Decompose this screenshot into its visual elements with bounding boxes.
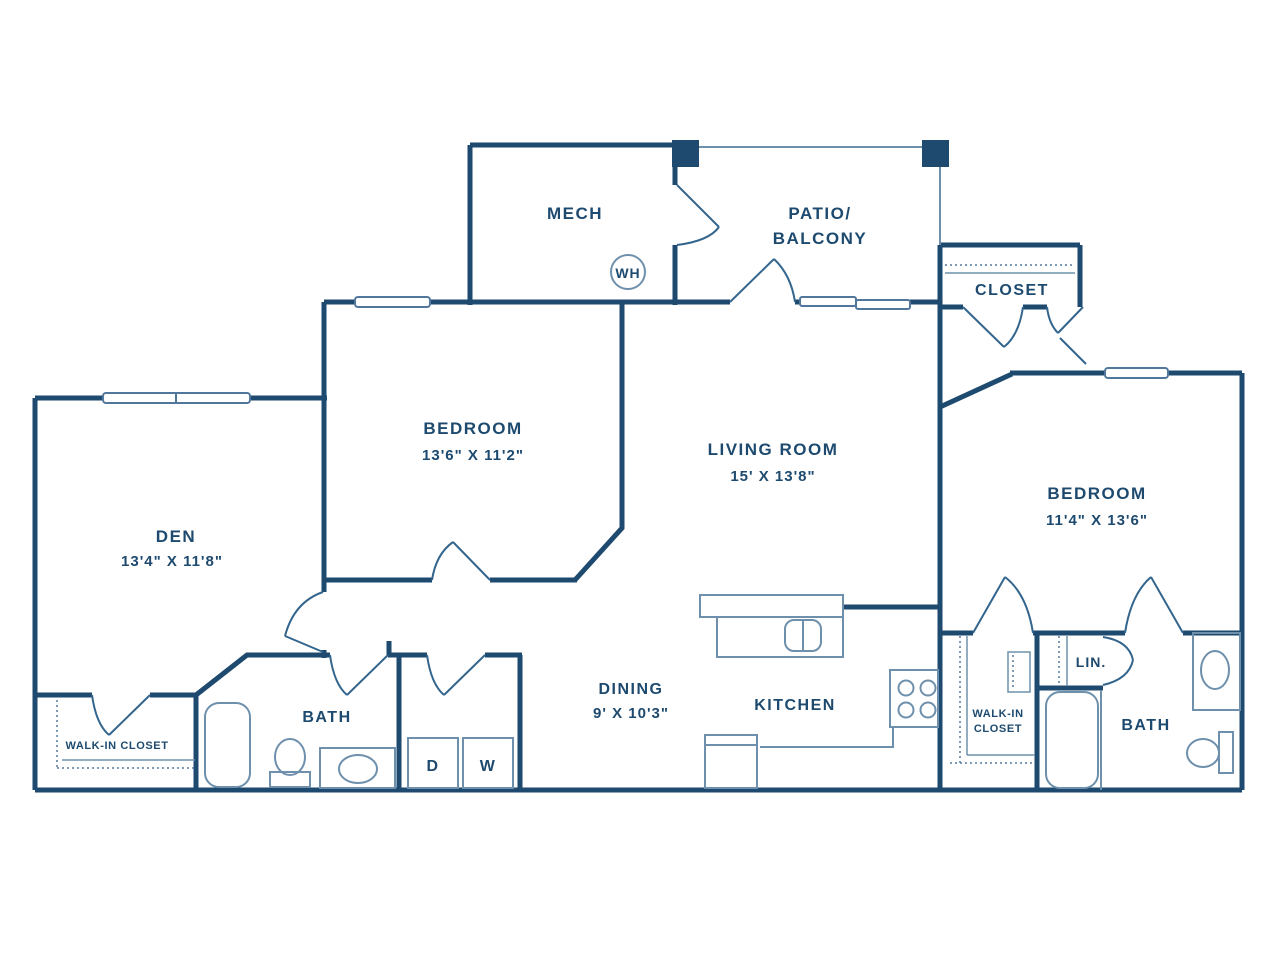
patio-label-line1: PATIO/ (788, 204, 851, 223)
bath-right-label: BATH (1121, 717, 1170, 734)
door-swings (91, 184, 1184, 736)
bedroom-right-label: BEDROOM (1047, 484, 1146, 503)
mech-label: MECH (547, 204, 603, 223)
patio-living-door (729, 258, 796, 303)
bath-left-door (329, 654, 389, 696)
bathtub-right-icon (1045, 691, 1099, 789)
den-dims: 13'4" X 11'8" (121, 553, 223, 570)
bathtub-left-icon (204, 702, 251, 788)
dining-dims: 9' X 10'3" (593, 705, 669, 722)
patio-label-line2: BALCONY (773, 229, 868, 248)
linen-label: LIN. (1076, 654, 1106, 670)
kitchen-label: KITCHEN (754, 697, 836, 714)
patio-rail (672, 140, 949, 245)
patio-post-left (672, 140, 699, 167)
mech-door (676, 184, 720, 246)
dryer-box (407, 737, 459, 789)
bedroom-right-bath-door (1124, 576, 1184, 634)
living-room-dims: 15' X 13'8" (730, 468, 815, 485)
refrigerator-icon (704, 734, 758, 789)
living-room-label: LIVING ROOM (708, 440, 839, 459)
dryer-label: D (426, 758, 439, 775)
patio-door-window (799, 296, 911, 310)
den-door (284, 591, 324, 653)
dining-label: DINING (599, 681, 664, 698)
stove-icon (889, 669, 939, 728)
walls-thick (32, 142, 1245, 793)
room-labels: MECH WH PATIO/ BALCONY CLOSET BEDROOM 13… (65, 204, 1170, 775)
kitchen-counter (760, 727, 894, 748)
bedroom-left-label: BEDROOM (423, 419, 522, 438)
walk-in-closet-right-label-line1: WALK-IN (972, 708, 1023, 720)
closet-top-doors (962, 306, 1087, 365)
washer-label: W (480, 758, 497, 775)
bedroom-right-closet-door (972, 576, 1034, 634)
kitchen-bar-counter (699, 594, 844, 658)
walk-in-closet-left-door (91, 694, 151, 736)
linen-door (1102, 636, 1134, 686)
washer-box (462, 737, 514, 789)
bedroom-right-window (1104, 367, 1169, 379)
den-label: DEN (156, 527, 196, 546)
vanity-right-icon (1192, 632, 1241, 711)
closet-shelf-column (1007, 651, 1031, 693)
windows (102, 296, 1169, 404)
vanity-left-icon (319, 747, 396, 789)
water-heater-icon (610, 254, 646, 290)
toilet-right-icon (1186, 731, 1234, 774)
bath-left-label: BATH (302, 709, 351, 726)
den-window (102, 392, 251, 404)
laundry-door (426, 654, 486, 696)
water-heater-label: WH (615, 265, 640, 281)
shelving (56, 264, 1075, 769)
bedroom-left-door (431, 541, 491, 581)
patio-post-right (922, 140, 949, 167)
walk-in-closet-right-label-line2: CLOSET (974, 723, 1022, 735)
bedroom-right-dims: 11'4" X 13'6" (1046, 512, 1148, 529)
closet-top-label: CLOSET (975, 282, 1049, 299)
walk-in-closet-left-label: WALK-IN CLOSET (65, 740, 168, 752)
fixtures (204, 254, 1241, 790)
bedroom-left-window (354, 296, 431, 308)
toilet-left-icon (269, 738, 311, 788)
bedroom-left-dims: 13'6" X 11'2" (422, 447, 524, 464)
